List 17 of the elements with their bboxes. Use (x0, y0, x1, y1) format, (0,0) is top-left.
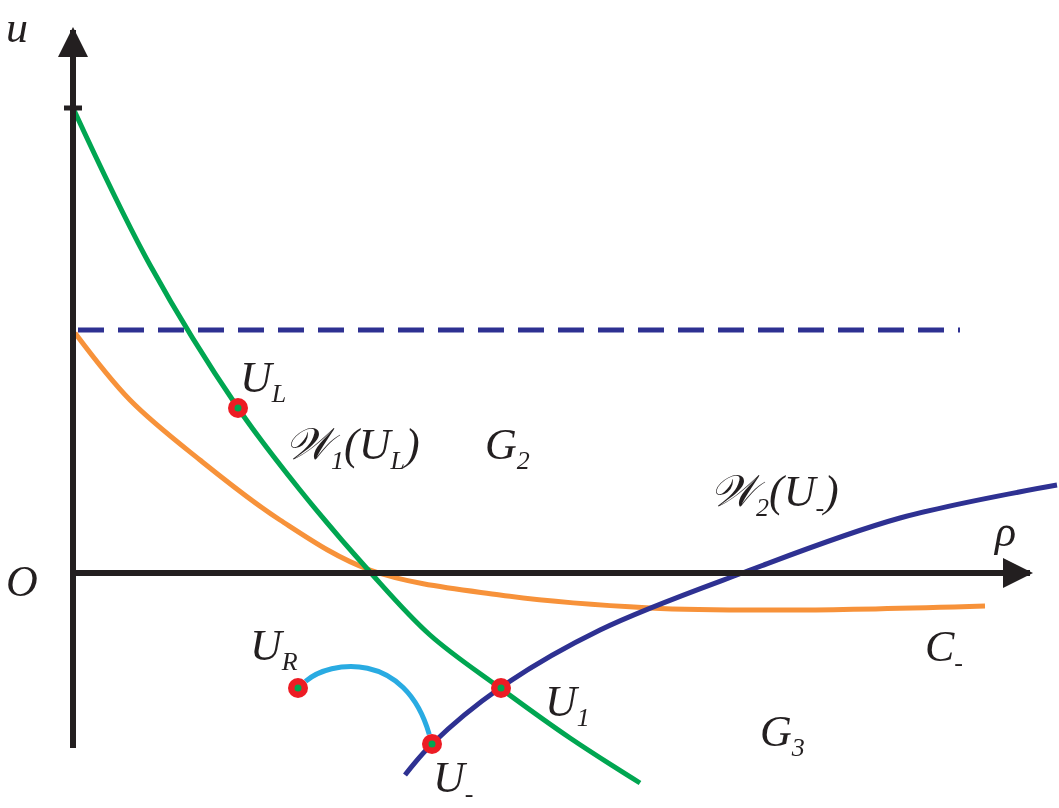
point-marker (288, 678, 308, 698)
point-label: U$_{-}$ (433, 756, 474, 807)
region-label: G$_{3}$ (760, 710, 805, 761)
point-label: U$_{R}$ (250, 624, 298, 675)
point-label: U$_{L}$ (240, 356, 287, 407)
point-marker (491, 678, 511, 698)
curve-label: C$_{-}$ (925, 625, 964, 676)
curve-label: 𝒲$_{1}$(U$_{L}$) (285, 423, 420, 474)
axis-label: ρ (995, 510, 1017, 554)
region-label: G$_{2}$ (485, 423, 530, 474)
curve (304, 664, 432, 736)
curve-label: 𝒲$_{2}$(U$_{-}$) (710, 470, 839, 521)
point-label: U$_{1}$ (545, 680, 590, 731)
origin-label: O (6, 560, 38, 604)
axis-label: u (6, 6, 28, 50)
point-marker (228, 398, 248, 418)
point-marker (422, 734, 442, 754)
